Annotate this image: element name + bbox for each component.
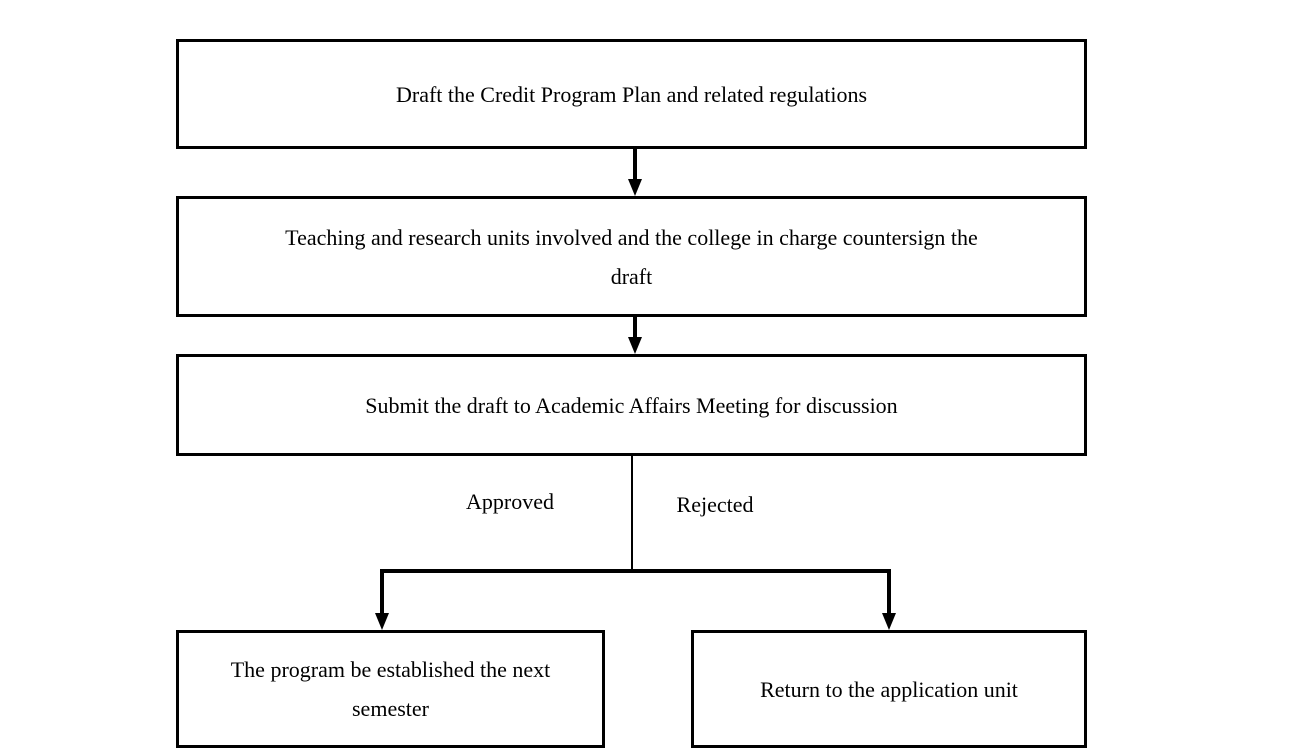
node-countersign-draft-label: Teaching and research units involved and… xyxy=(285,224,978,289)
arrow-draft-to-countersign-head xyxy=(628,179,642,196)
edge-label-approved: Approved xyxy=(466,489,554,514)
node-program-established-label: The program be established the next seme… xyxy=(230,657,551,721)
arrow-rejected-head xyxy=(882,613,896,630)
node-return-application-unit: Return to the application unit xyxy=(691,630,1087,748)
node-program-established: The program be established the next seme… xyxy=(176,630,605,748)
arrow-approved-head xyxy=(375,613,389,630)
node-draft-plan: Draft the Credit Program Plan and relate… xyxy=(176,39,1087,149)
edge-label-rejected: Rejected xyxy=(676,492,754,517)
node-return-application-unit-label: Return to the application unit xyxy=(760,676,1018,702)
node-submit-discussion: Submit the draft to Academic Affairs Mee… xyxy=(176,354,1087,456)
node-submit-discussion-label: Submit the draft to Academic Affairs Mee… xyxy=(365,392,898,418)
arrow-countersign-to-submit-head xyxy=(628,337,642,354)
node-countersign-draft: Teaching and research units involved and… xyxy=(176,196,1087,317)
node-draft-plan-label: Draft the Credit Program Plan and relate… xyxy=(395,81,868,107)
